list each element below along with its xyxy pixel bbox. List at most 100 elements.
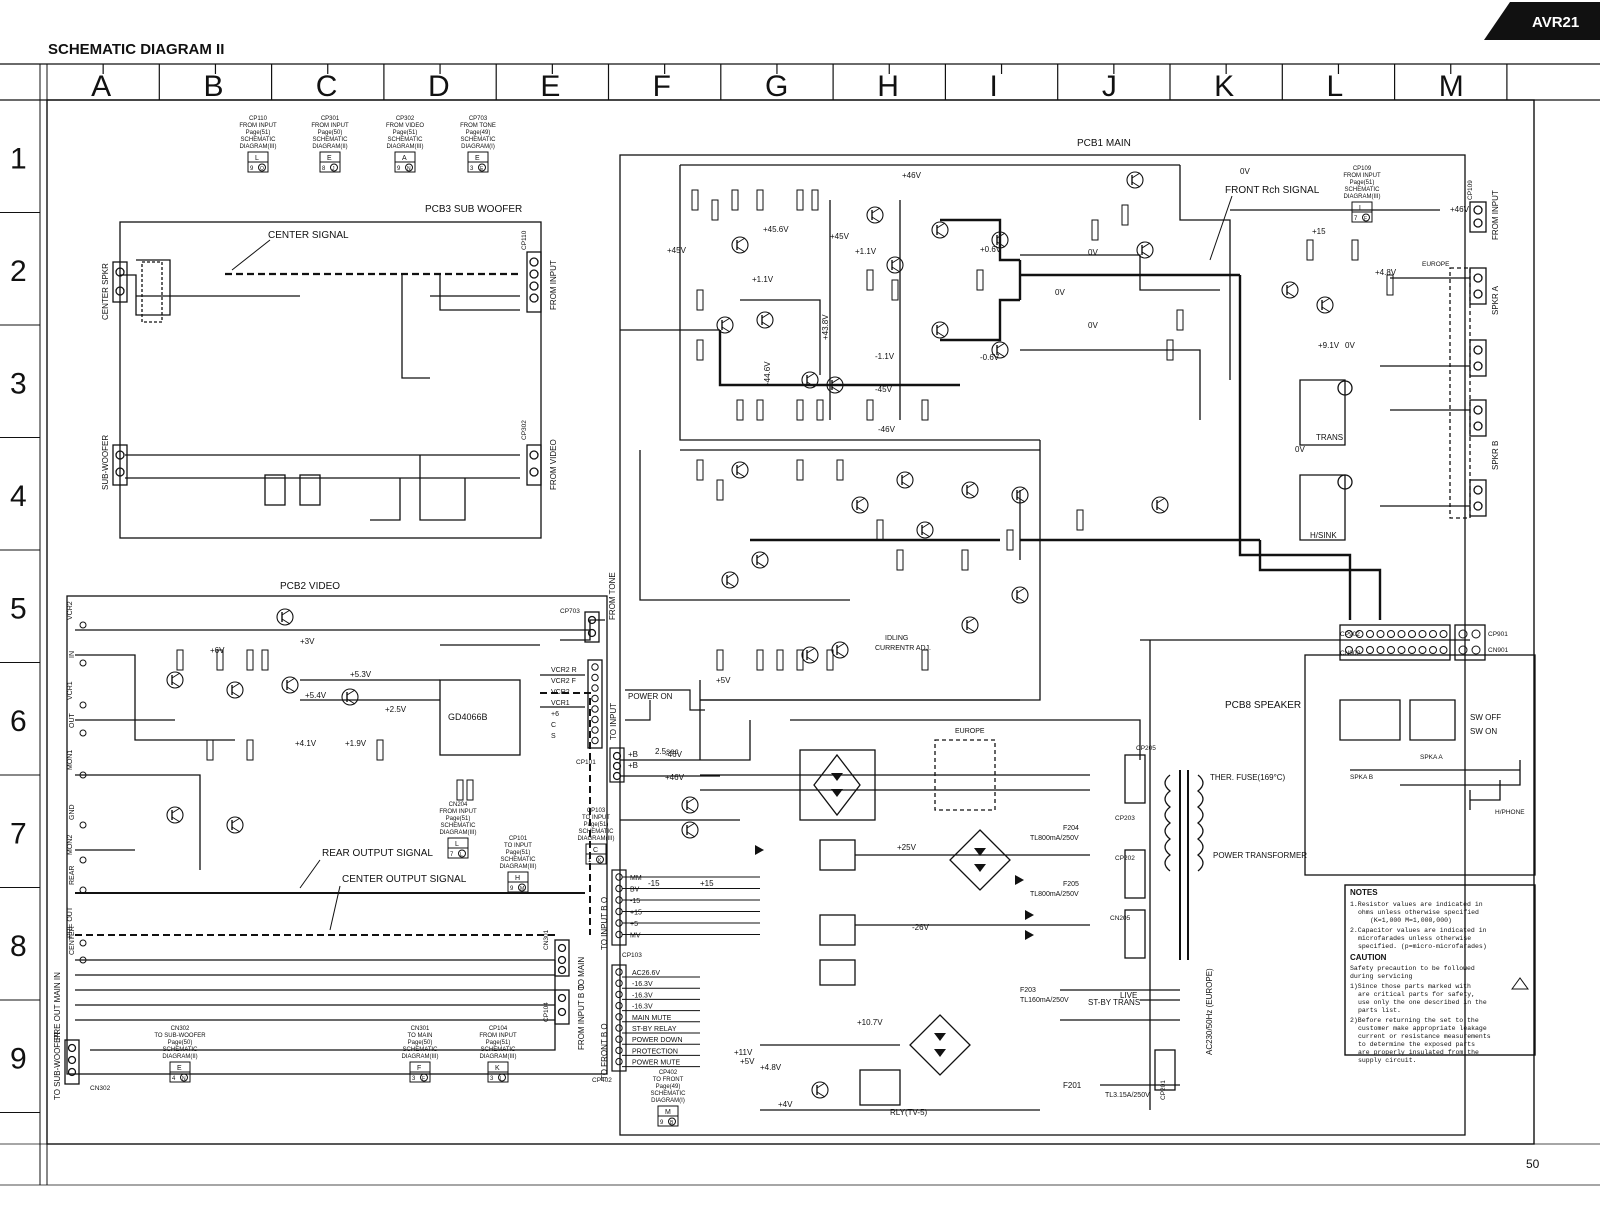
transistor-collector	[281, 609, 291, 616]
pcb3-connectors	[112, 251, 542, 506]
reference-line2: Page(51)	[584, 822, 609, 828]
transistor-emitter	[756, 561, 766, 568]
reference-line1: FROM TONE	[460, 123, 496, 129]
amp-transistor	[1316, 296, 1334, 314]
cp110-label: CP110	[521, 230, 528, 250]
reference-line1: TO INPUT	[504, 843, 532, 849]
reference-line2: Page(50)	[318, 130, 343, 136]
cn902-pin	[1376, 646, 1385, 654]
supply-connector	[609, 747, 625, 783]
europe-label-psu: EUROPE	[955, 728, 985, 735]
transistor-collector	[966, 617, 976, 624]
amp-transistor	[831, 641, 849, 659]
transistor-emitter	[936, 231, 946, 238]
amp-transistor	[681, 821, 699, 839]
amp-transistor	[731, 236, 749, 254]
center-signal-leader	[231, 239, 271, 271]
transistor-collector	[1321, 297, 1331, 304]
reference-line3: SCHEMATIC	[481, 1047, 517, 1053]
resistor	[811, 189, 819, 211]
resistor	[796, 189, 804, 211]
spka-a-label: SPKA A	[1420, 754, 1443, 761]
transistor-body	[166, 806, 184, 824]
from-input-b-o-label: FROM INPUT B O	[577, 984, 586, 1050]
caution-c3: 1)Since those parts marked with	[1350, 983, 1471, 990]
ic-gd4066b-label: GD4066B	[448, 712, 488, 722]
transistor-body	[731, 461, 749, 479]
reference-circle	[668, 1117, 676, 1126]
cp101-pin	[591, 673, 599, 682]
transistor-body	[961, 616, 979, 634]
page-number: 50	[1526, 1157, 1540, 1171]
video-line-label: VCR1	[551, 700, 570, 707]
diode	[755, 845, 764, 855]
cn205-label: CN205	[1110, 915, 1131, 922]
reference-line1: FROM VIDEO	[386, 123, 424, 129]
from-input-label: FROM INPUT	[549, 260, 558, 310]
caution-c4: are critical parts for safety,	[1358, 991, 1475, 998]
power-diodes	[755, 773, 1034, 1057]
reference-b: M	[520, 886, 524, 892]
reference-key: E	[327, 155, 332, 162]
rail-p5-4: +5.4V	[305, 691, 327, 700]
transistor-collector	[686, 822, 696, 829]
transistor-body	[896, 471, 914, 489]
transistor-collector	[686, 797, 696, 804]
from-video-label: FROM VIDEO	[549, 439, 558, 490]
cp402-line-label: MAIN MUTE	[632, 1015, 672, 1022]
rail-0v-2: 0V	[1055, 288, 1065, 297]
transistor-emitter	[286, 686, 296, 693]
reference-a: 7	[1354, 216, 1358, 222]
reference-key: K	[495, 1065, 500, 1072]
pcb2-ic: GD4066B	[439, 679, 521, 756]
resistor	[756, 399, 764, 421]
resistor	[691, 189, 699, 211]
transistor-body	[826, 376, 844, 394]
reference-a: 9	[397, 166, 401, 172]
resistor	[1121, 204, 1129, 226]
reference-key: F	[417, 1065, 421, 1072]
cp402-pin	[615, 968, 623, 976]
spkr-a-label: SPKR A	[1491, 285, 1500, 315]
reference-a: 1	[588, 858, 592, 864]
supply-pin-b1: +B	[628, 750, 638, 759]
cp103-pin	[615, 896, 623, 904]
transistor-collector	[1016, 487, 1026, 494]
jack-label: PRE OUT	[67, 906, 74, 938]
jack-label: OUT	[69, 713, 76, 729]
to-front-b-o-label: TO FRONT B O	[600, 1023, 609, 1080]
resistor	[921, 399, 929, 421]
row-label-6: 6	[10, 705, 27, 738]
transistor-collector	[1016, 587, 1026, 594]
amp-transistor	[886, 256, 904, 274]
cp902-label: CP902	[1340, 631, 1360, 638]
reference-name: CP302	[396, 116, 415, 122]
cp402-pin	[615, 1001, 623, 1010]
transistor-emitter	[1321, 306, 1331, 313]
cp402-connector	[611, 964, 627, 1072]
resistor	[216, 649, 224, 671]
reference-b: N	[182, 1076, 186, 1082]
f201-rating: TL3.15A/250V	[1105, 1092, 1150, 1099]
cp402-pin	[615, 1013, 623, 1021]
rail-0v-5: 0V	[1295, 445, 1305, 454]
rail-m0-6: -0.6V	[980, 353, 1000, 362]
transistor-collector	[736, 237, 746, 244]
reference-a: 3	[490, 1076, 494, 1082]
rail-p4-1: +4.1V	[295, 739, 317, 748]
transistor-body	[886, 256, 904, 274]
cp205-label: CP205	[1136, 745, 1156, 752]
reference-circle	[596, 855, 604, 864]
transistor-body	[281, 676, 299, 694]
reference-line4: DIAGRAM(III)	[240, 144, 277, 150]
reference-line2: Page(51)	[446, 816, 471, 822]
reference-circle	[458, 849, 466, 858]
reference-line2: Page(51)	[393, 130, 418, 136]
cn902-pin	[1366, 646, 1374, 654]
cn902-label: CN902	[1340, 650, 1361, 657]
video-line-label: VCR2 F	[551, 678, 576, 685]
video-transistor	[226, 681, 244, 699]
transistor-collector	[721, 317, 731, 324]
